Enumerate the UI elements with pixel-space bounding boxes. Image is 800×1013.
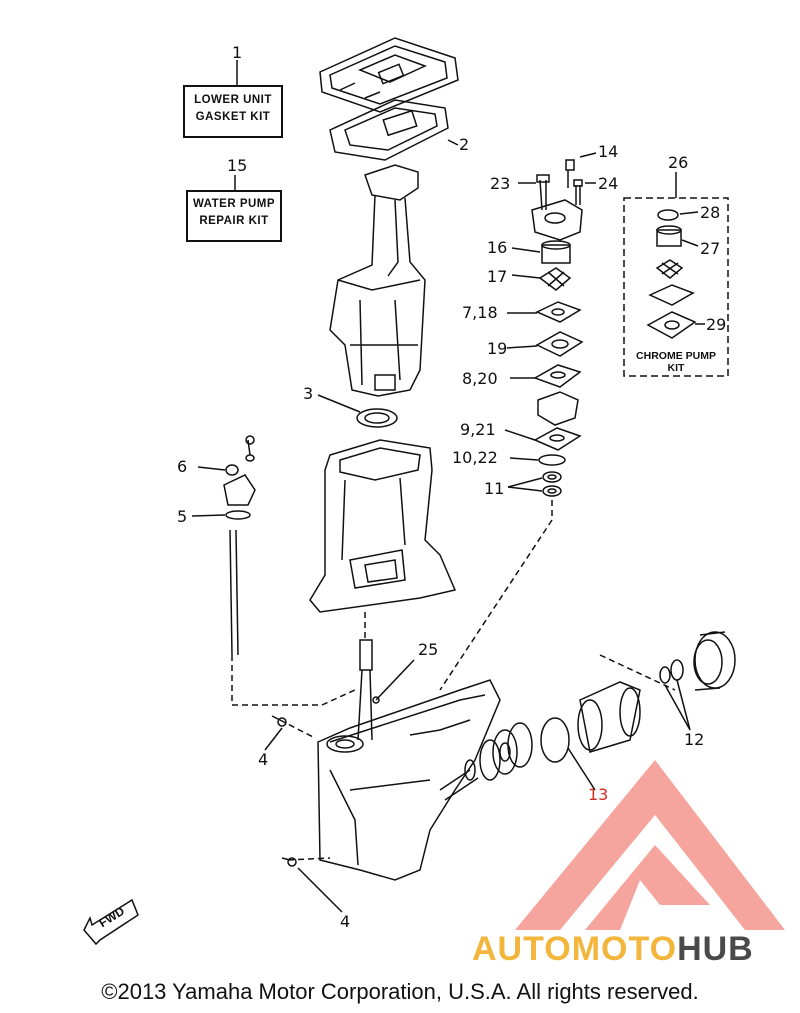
part-number-1: 1 <box>232 43 243 62</box>
part-number-10-22: 10,22 <box>452 448 498 467</box>
part-number-17: 17 <box>487 267 508 286</box>
part-number-3: 3 <box>303 384 314 403</box>
watermark-part2: HUB <box>677 930 754 968</box>
gear-case <box>264 639 501 913</box>
exhaust-gasket <box>329 99 459 161</box>
part-number-28: 28 <box>700 203 721 222</box>
part-number-12: 12 <box>684 730 705 749</box>
part-number-14: 14 <box>598 142 619 161</box>
chrome-pump-line1: CHROME PUMP <box>636 350 716 362</box>
water-pump-repair-kit-label: WATER PUMP REPAIR KIT <box>186 190 282 242</box>
part-number-7-18: 7,18 <box>462 303 498 322</box>
part-number-24: 24 <box>598 174 619 193</box>
watermark-part1: AUTOMOTO <box>472 930 678 968</box>
part-number-23: 23 <box>490 174 511 193</box>
copyright-notice: ©2013 Yamaha Motor Corporation, U.S.A. A… <box>101 979 699 1004</box>
watermark-logo <box>515 760 785 930</box>
part-number-13: 13 <box>588 785 609 804</box>
chrome-pump-kit-box <box>623 172 729 377</box>
part-number-9-21: 9,21 <box>460 420 496 439</box>
part-number-26: 26 <box>668 153 689 172</box>
water-pump-stack <box>504 152 597 497</box>
shift-rod-assembly <box>191 435 256 656</box>
lower-casing <box>309 439 457 613</box>
part-number-2: 2 <box>459 135 470 154</box>
fwd-arrow-icon <box>83 898 139 946</box>
seal-3 <box>317 394 398 428</box>
water-pump-line2: REPAIR KIT <box>199 215 269 227</box>
lower-unit-line2: GASKET KIT <box>195 111 271 123</box>
part-number-16: 16 <box>487 238 508 257</box>
part-number-4a: 4 <box>258 750 269 769</box>
propeller-shaft-assembly <box>439 631 736 801</box>
chrome-pump-line2: KIT <box>667 362 685 374</box>
part-number-5: 5 <box>177 507 188 526</box>
watermark-text: AUTOMOTOHUB <box>472 930 754 969</box>
part-number-27: 27 <box>700 239 721 258</box>
lower-unit-gasket-kit-label: LOWER UNIT GASKET KIT <box>183 85 283 138</box>
part-number-4b: 4 <box>340 912 351 931</box>
chrome-pump-kit-label: CHROME PUMP KIT <box>626 350 726 374</box>
water-pump-line1: WATER PUMP <box>192 198 276 210</box>
lower-unit-line1: LOWER UNIT <box>194 94 272 106</box>
part-number-8-20: 8,20 <box>462 369 498 388</box>
part-number-15: 15 <box>227 156 248 175</box>
upper-casing <box>329 164 426 397</box>
part-number-19: 19 <box>487 339 508 358</box>
part-number-25: 25 <box>418 640 439 659</box>
part-number-6: 6 <box>177 457 188 476</box>
leader-dashes <box>231 500 676 861</box>
top-cover <box>319 37 459 113</box>
part-number-29: 29 <box>706 315 727 334</box>
part-number-11: 11 <box>484 479 505 498</box>
